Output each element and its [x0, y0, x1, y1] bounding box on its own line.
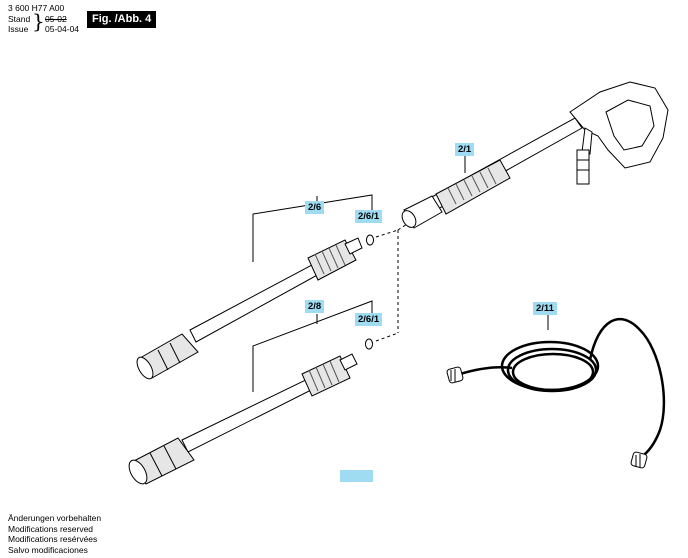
part-label-lance-bottom: 2/8 [305, 300, 325, 313]
brace-icon: } [32, 9, 45, 33]
stand-date: 05-02 [45, 14, 67, 24]
footer-line-en: Modifications reserved [8, 523, 94, 534]
oring-bottom [365, 338, 373, 350]
issue-label: Issue [8, 24, 29, 34]
part-label-gun: 2/1 [455, 143, 475, 156]
blank-highlight-box [340, 470, 373, 482]
spray-gun [401, 81, 669, 229]
part-label-hose: 2/11 [533, 302, 557, 315]
part-label-oring-bottom: 2/6/1 [355, 313, 383, 326]
document-number: 3 600 H77 A00 [8, 3, 65, 13]
footer-line-es: Salvo modificaciones [8, 544, 88, 555]
oring-top [366, 234, 374, 246]
footer-notes: Änderungen vorbehalten Modifications res… [8, 513, 101, 555]
lance-bottom [128, 353, 358, 485]
part-label-oring-top: 2/6/1 [355, 210, 383, 223]
stand-label: Stand [8, 14, 31, 24]
figure-label: Fig. /Abb. 4 [87, 11, 157, 28]
footer-line-fr: Modifications resérvées [8, 534, 98, 544]
leader-lines [252, 155, 549, 392]
issue-date: 05-04-04 [45, 24, 80, 34]
hose-coil [459, 317, 666, 460]
hose-fittings [446, 366, 648, 469]
footer-line-de: Änderungen vorbehalten [8, 513, 102, 523]
part-label-lance-top: 2/6 [305, 201, 325, 214]
lance-top [136, 237, 363, 380]
